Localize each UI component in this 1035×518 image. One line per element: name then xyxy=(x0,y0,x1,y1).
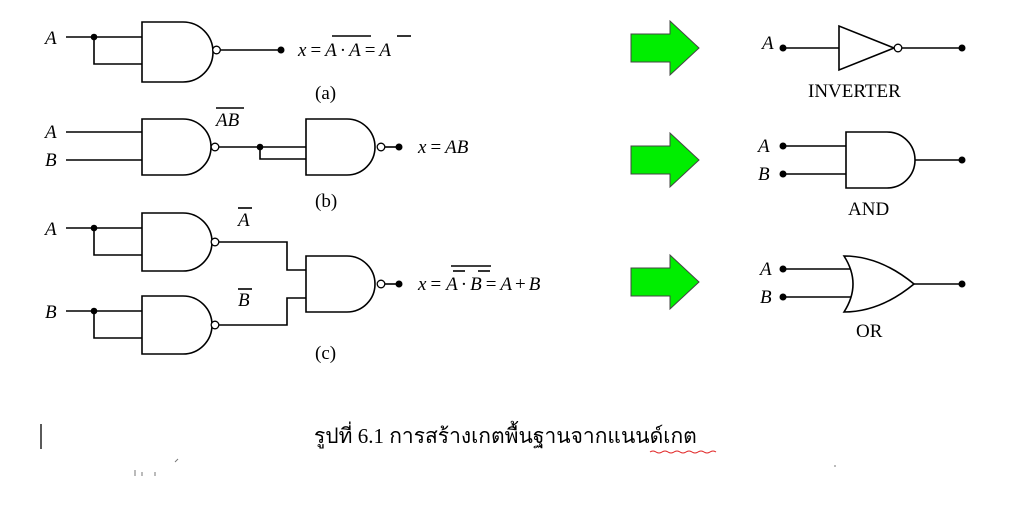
spellcheck-underline xyxy=(649,450,717,454)
input-a-label: A xyxy=(43,28,57,49)
bbar-label: B xyxy=(238,290,250,311)
input-a-label: A xyxy=(756,136,770,157)
input-a-label: A xyxy=(758,259,772,280)
inverter-label: INVERTER xyxy=(808,81,901,102)
arrow-right-icon xyxy=(630,253,700,311)
nand-gate-a xyxy=(141,21,214,83)
or-label: OR xyxy=(856,321,883,342)
stray-marks xyxy=(134,458,836,476)
nand-bubble-c2 xyxy=(210,320,220,330)
inverter-bubble xyxy=(893,43,903,53)
input-a-label: A xyxy=(43,122,57,143)
input-b-label: B xyxy=(760,287,772,308)
nand-gate-c1 xyxy=(141,212,213,272)
inverter-symbol: A INVERTER xyxy=(760,24,966,102)
nand-bubble-b1 xyxy=(210,142,220,152)
nand-gate-c3 xyxy=(305,255,376,313)
label-a: (a) xyxy=(315,83,336,104)
input-a-label: A xyxy=(760,33,774,54)
arrows xyxy=(630,19,700,311)
input-b-label: B xyxy=(45,150,57,171)
input-a-label: A xyxy=(43,219,57,240)
circuit-a: A x=A·A=A (a) xyxy=(43,21,411,104)
and-gate xyxy=(845,131,916,189)
label-b: (b) xyxy=(315,191,337,212)
or-symbol: A B OR xyxy=(758,255,966,342)
inverter-gate xyxy=(838,24,897,72)
abar-label: A xyxy=(236,210,250,231)
circuit-b: A B AB x=AB (b) xyxy=(43,107,469,212)
or-gate xyxy=(842,255,916,313)
equation-a: x=A·A=A xyxy=(297,40,391,61)
equation-b: x=AB xyxy=(417,137,469,158)
label-c: (c) xyxy=(315,343,336,364)
nand-ab-label: AB xyxy=(214,110,240,131)
nand-gate-b1 xyxy=(141,118,212,176)
arrow-right-icon xyxy=(630,131,700,189)
input-b-label: B xyxy=(758,164,770,185)
figure-caption: รูปที่ 6.1 การสร้างเกตพื้นฐานจากแนนด์เกต xyxy=(314,421,697,449)
equation-c: x=A·B=A+B xyxy=(417,274,541,295)
nand-gate-b2 xyxy=(305,118,376,176)
and-label: AND xyxy=(848,199,889,220)
nand-gate-c2 xyxy=(141,295,213,355)
arrow-right-icon xyxy=(630,19,700,77)
nand-bubble-b2 xyxy=(376,142,386,152)
input-b-label: B xyxy=(45,302,57,323)
nand-bubble-c3 xyxy=(376,279,386,289)
nand-bubble-a xyxy=(212,45,221,55)
and-symbol: A B AND xyxy=(756,131,966,220)
circuit-c: A A B B x=A·B=A+B (c) xyxy=(43,207,541,364)
nand-bubble-c1 xyxy=(210,237,220,247)
